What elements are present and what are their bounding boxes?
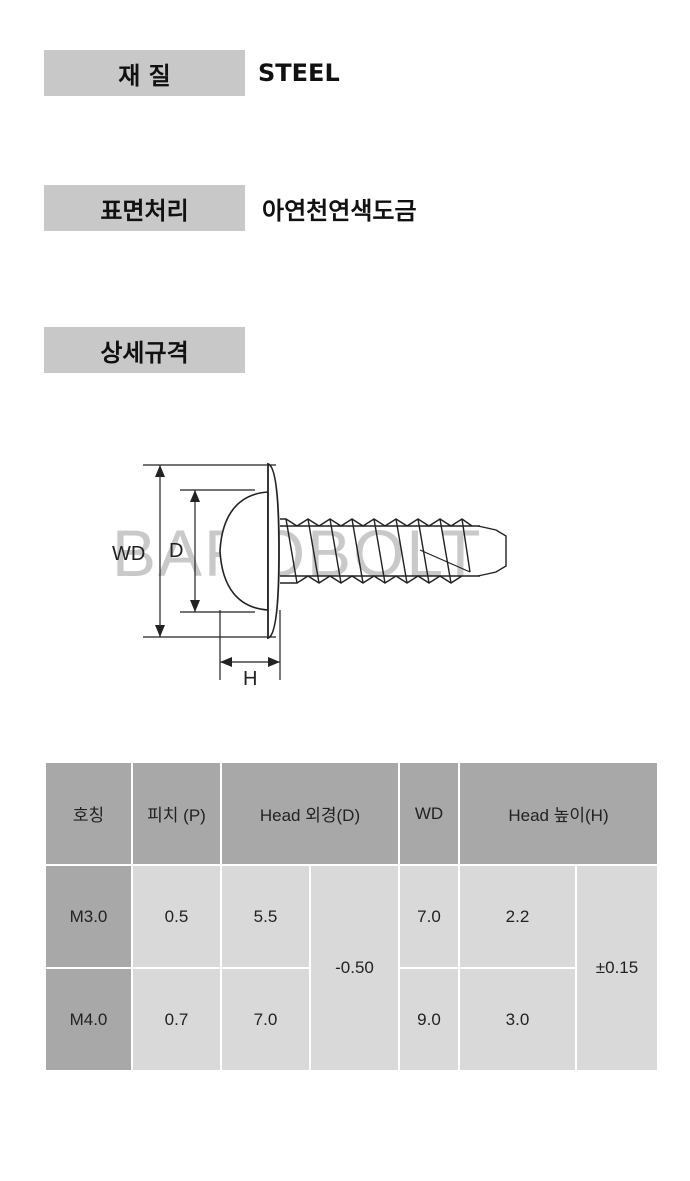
surface-label: 표면처리	[44, 185, 245, 231]
wd-arrow-bottom	[155, 625, 165, 637]
row-head-height-cell: 2.2	[460, 866, 575, 967]
wd-arrow-top	[155, 465, 165, 477]
spec-label-text: 상세규격	[100, 338, 189, 367]
h-arrow-right	[268, 657, 280, 667]
tip-cut-line	[419, 549, 471, 573]
d-arrow-top	[190, 490, 200, 502]
table-row: M3.0 0.5 5.5 -0.50 7.0 2.2 ±0.15	[46, 866, 657, 1070]
screw-flange	[267, 462, 280, 640]
header-head-height: Head 높이(H)	[460, 763, 657, 864]
table-row: M4.0 0.7 7.0 9.0 3.0	[46, 969, 657, 1070]
surface-label-text: 표면처리	[100, 196, 189, 225]
d-dimension-label: D	[169, 540, 183, 562]
head-diameter-tolerance-cell: -0.50	[311, 866, 398, 1070]
material-label: 재 질	[44, 50, 245, 96]
spec-table: 호칭 피치 (P) Head 외경(D) WD Head 높이(H) M3.0 …	[44, 761, 659, 1072]
wd-dimension-label: WD	[112, 543, 145, 565]
screw-head	[219, 491, 269, 611]
table-header-row: 호칭 피치 (P) Head 외경(D) WD Head 높이(H)	[46, 763, 657, 864]
header-head-diameter: Head 외경(D)	[222, 763, 398, 864]
row-wd-cell: 7.0	[400, 866, 458, 967]
header-name: 호칭	[46, 763, 131, 864]
row-name-cell: M3.0	[46, 866, 131, 967]
surface-value: 아연천연색도금	[262, 196, 417, 225]
row-head-diameter-cell: 7.0	[222, 969, 309, 1070]
material-value: STEEL	[258, 59, 340, 87]
d-arrow-bottom	[190, 600, 200, 612]
material-label-text: 재 질	[118, 61, 171, 90]
h-dimension-label: H	[243, 668, 257, 690]
header-wd: WD	[400, 763, 458, 864]
row-head-diameter-cell: 5.5	[222, 866, 309, 967]
screw-tip	[477, 525, 507, 577]
screw-diagram: BAROBOLT WD D H	[112, 462, 507, 690]
row-name-cell: M4.0	[46, 969, 131, 1070]
row-head-height-cell: 3.0	[460, 969, 575, 1070]
spec-label: 상세규격	[44, 327, 245, 373]
header-pitch: 피치 (P)	[133, 763, 220, 864]
row-pitch-cell: 0.7	[133, 969, 220, 1070]
row-pitch-cell: 0.5	[133, 866, 220, 967]
head-height-tolerance-cell: ±0.15	[577, 866, 657, 1070]
h-arrow-left	[220, 657, 232, 667]
row-wd-cell: 9.0	[400, 969, 458, 1070]
